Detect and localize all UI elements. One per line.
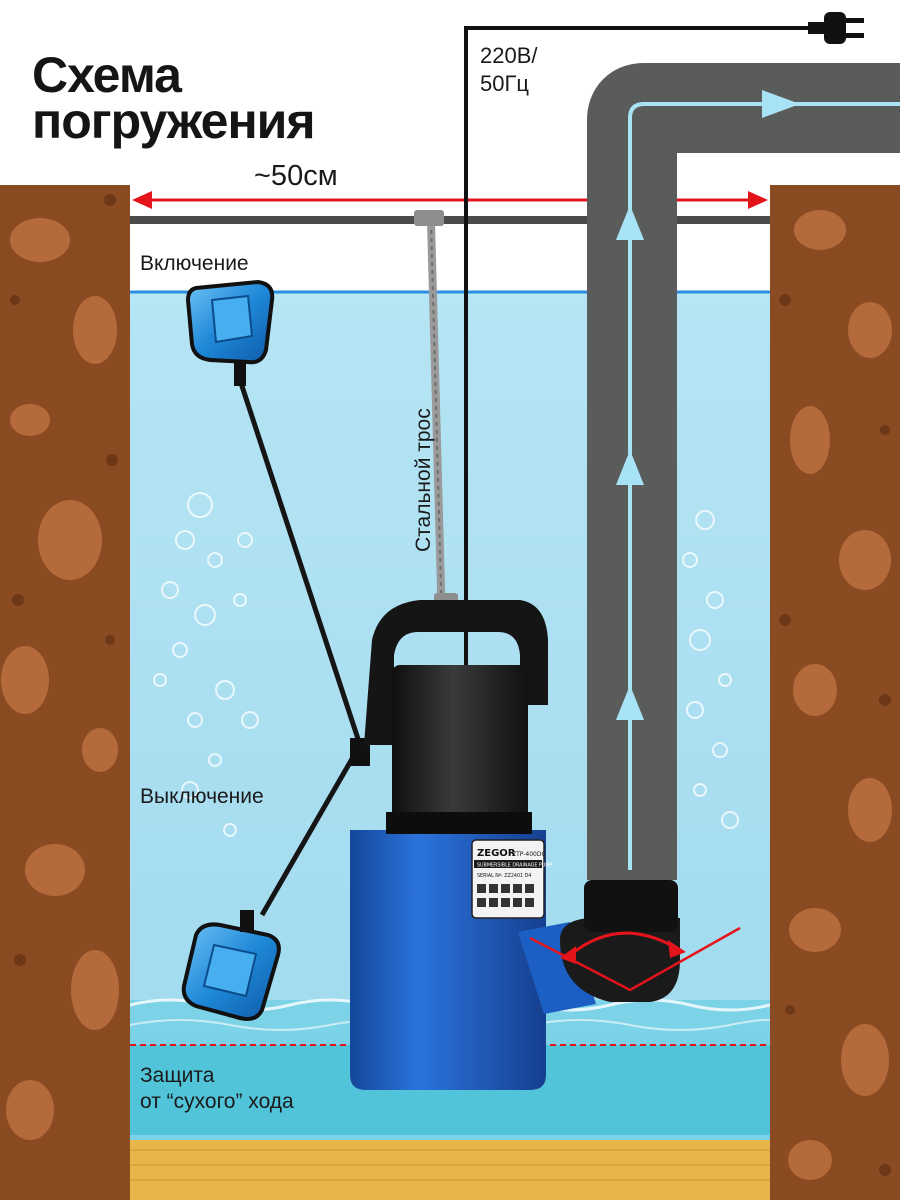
page-title: Схема погружения [32,47,316,149]
float-on-icon [185,279,275,386]
rotation-lines [529,926,741,992]
flow-arrow [616,685,644,720]
page-title-line: Схема [32,47,182,103]
plug-icon [808,12,864,44]
pipe-coupling [584,880,678,932]
page-title-line: погружения [32,93,316,149]
pump-seal [386,812,532,834]
rotation-arrow [668,940,686,958]
measure-arrow-left [132,191,152,209]
power-cable [464,26,810,680]
pump-elbow [560,918,680,1002]
float-off-icon [181,910,281,1021]
power-voltage: 220В/ [480,43,538,68]
pump-subtitle: SUBMERSIBLE DRAINAGE PUMP [477,863,552,869]
pump-motor-housing [392,665,528,830]
width-label: ~50см [254,160,338,192]
sand-texture [130,1149,770,1181]
flow-line [628,102,900,870]
pump-brand: ZEGOR [477,848,516,859]
bubbles-left [153,492,259,837]
pump-spec-icons [477,884,534,907]
float-off-label: Выключение [140,785,264,808]
bubbles-right [682,510,739,829]
dry-run-label: Защита от “сухого” хода [140,1063,294,1115]
float-on-label: Включение [140,252,249,275]
power-frequency: 50Гц [480,71,529,96]
power-label: 220В/ 50Гц [480,42,538,98]
flow-arrow [616,205,644,240]
soil-dots [10,194,891,1176]
rotation-arc [569,931,677,957]
dry-run-label-line: Защита [140,1064,215,1087]
well-cover-bar [130,216,770,224]
sand-bottom [130,1140,770,1200]
rotation-arrow [560,946,576,964]
pump-model: ZTP-400DC [512,851,546,858]
measure-arrow-right [748,191,768,209]
soil-spots [1,210,892,1180]
flow-arrow [762,90,800,118]
cable-clamp [414,210,444,226]
dry-run-label-line: от “сухого” хода [140,1090,294,1113]
pump-handle [364,600,548,745]
steel-cable-label: Стальной трос [412,408,435,552]
submersible-pump: ZEGOR ZTP-400DC SUBMERSIBLE DRAINAGE PUM… [350,600,741,1090]
flow-arrow [616,450,644,485]
pump-serial: SERIAL Nº: ZZ2401 D4 [477,873,531,879]
